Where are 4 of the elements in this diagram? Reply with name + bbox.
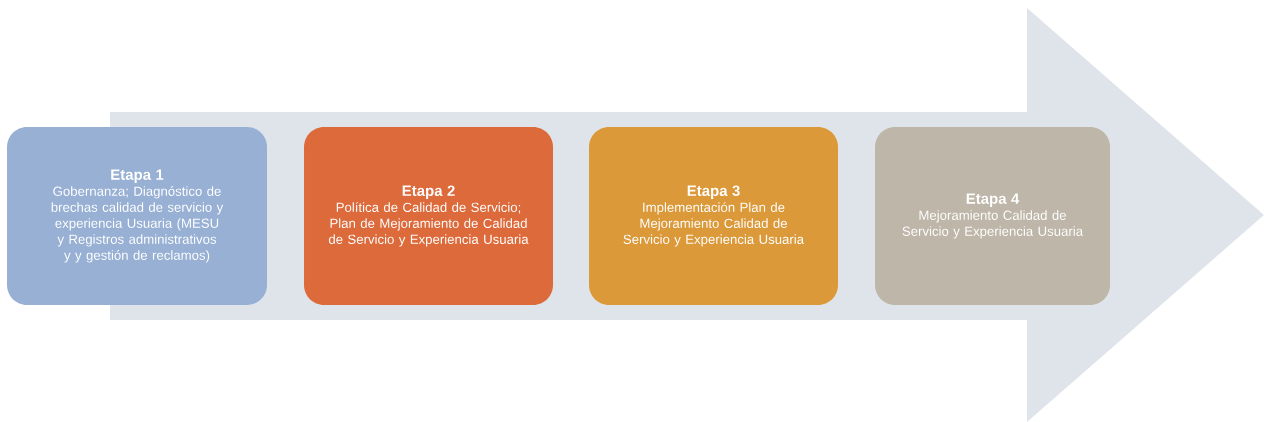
stage-box: Etapa 2 Política de Calidad de Servicio; Plan de Mejoramiento de Calidad de Servicio y Experiencia Usuaria <box>304 127 553 305</box>
stage-box: Etapa 4 Mejoramiento Calidad de Servicio y Experiencia Usuaria <box>875 127 1110 305</box>
stage-box: Etapa 3 Implementación Plan de Mejoramiento Calidad de Servicio y Experiencia Usuaria <box>589 127 838 305</box>
stage-box: Etapa 1 Gobernanza; Diagnóstico de brechas calidad de servicio y experiencia Usuaria (MESU y Registros administrativos y y gestión de reclamos) <box>7 127 267 305</box>
